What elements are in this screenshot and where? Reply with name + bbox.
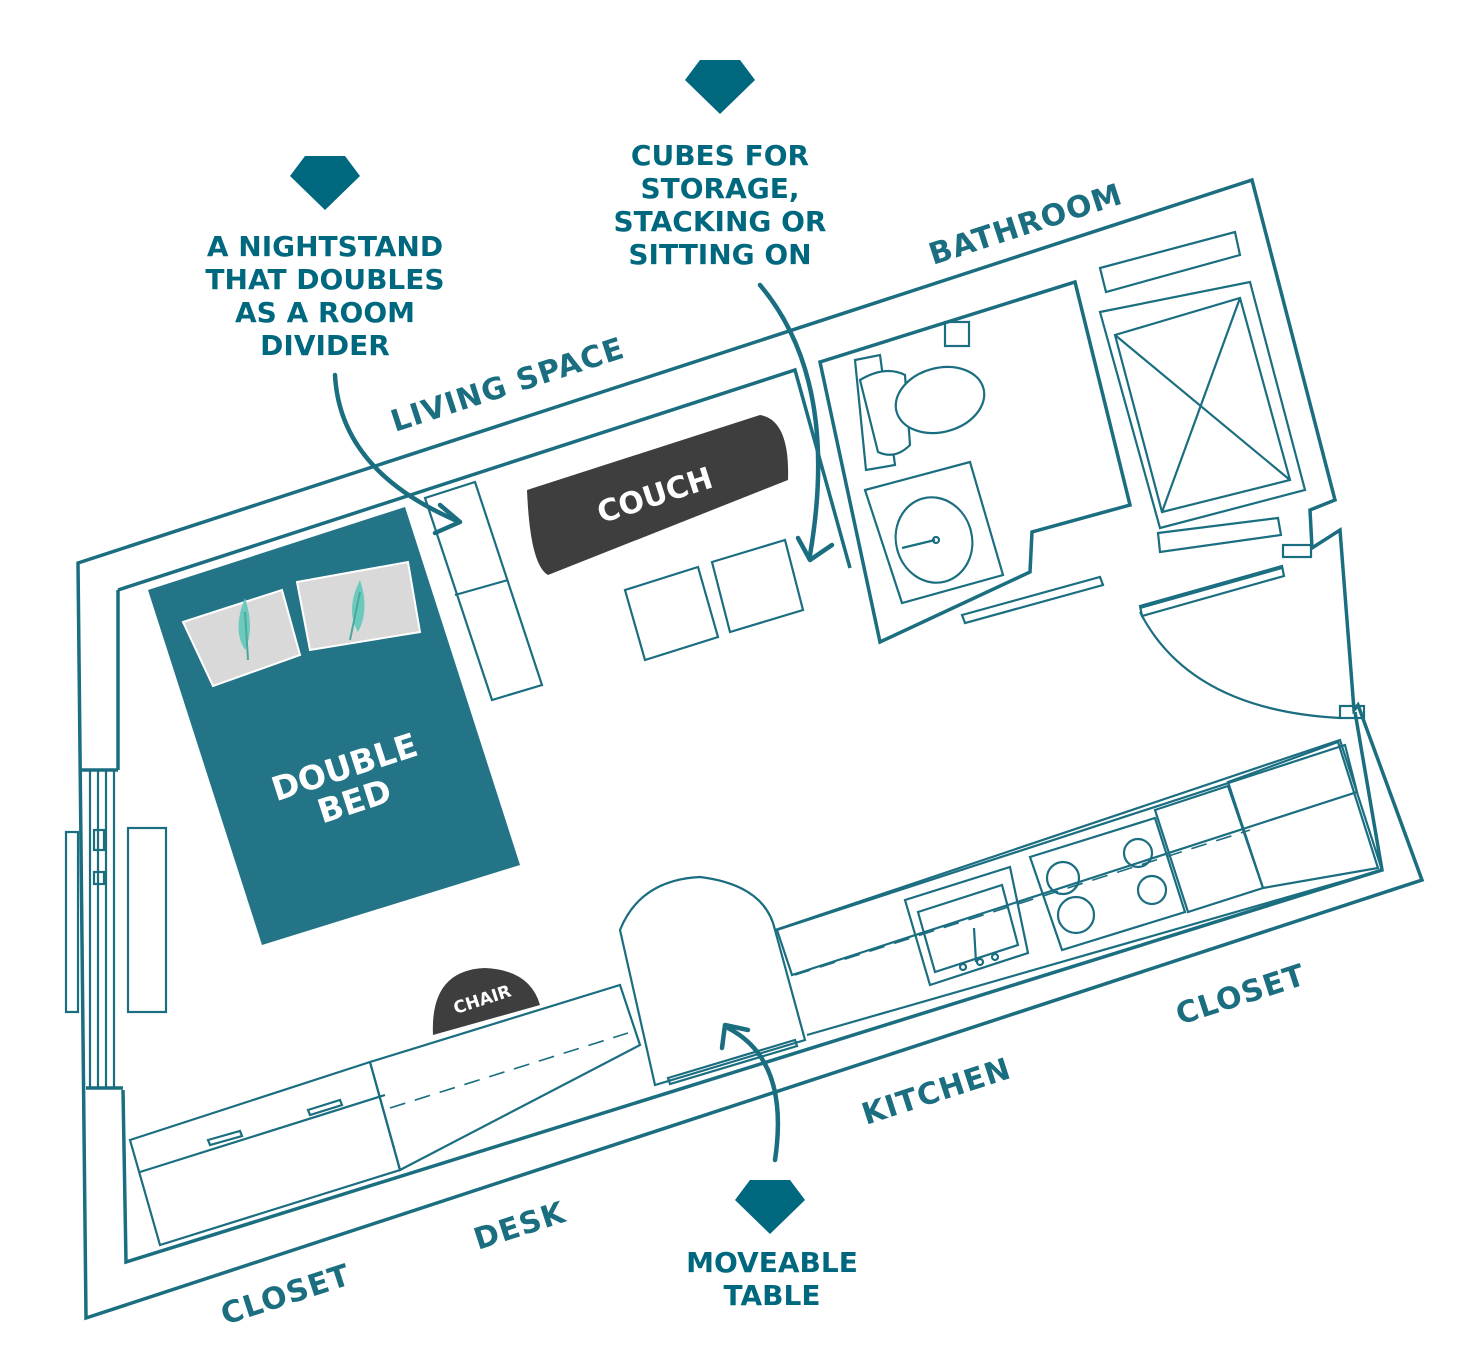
toilet-tank	[858, 369, 912, 456]
double-bed: DOUBLE BED	[148, 507, 520, 945]
desk-area	[128, 983, 642, 1247]
callout-cubes-line4: SITTING ON	[628, 238, 811, 271]
toilet-bowl	[894, 365, 986, 435]
couch: COUCH	[527, 415, 789, 575]
kitchen-area	[774, 738, 1384, 1037]
callout-table-line1: MOVEABLE	[686, 1246, 858, 1279]
callout-cubes-line1: CUBES FOR	[631, 139, 809, 172]
diamond-icon	[735, 1180, 805, 1234]
label-closet-right: CLOSET	[1172, 958, 1310, 1033]
cube-2	[710, 538, 805, 634]
callout-table: MOVEABLE TABLE	[686, 1022, 858, 1312]
shower-shelf	[1098, 230, 1242, 294]
callout-nightstand-line4: DIVIDER	[260, 329, 390, 362]
fridge	[1226, 740, 1380, 890]
callout-cubes-line3: STACKING OR	[614, 205, 827, 238]
diamond-icon	[290, 156, 360, 210]
callout-cubes-line2: STORAGE,	[640, 172, 799, 205]
label-bathroom: BATHROOM	[925, 177, 1127, 272]
label-desk: DESK	[470, 1195, 571, 1258]
shower	[1098, 280, 1307, 530]
door-swing	[1139, 611, 1341, 720]
callout-nightstand-line2: THAT DOUBLES	[205, 263, 444, 296]
pillow-left	[181, 588, 302, 688]
moveable-table	[618, 875, 807, 1087]
storage-cubes	[623, 538, 805, 662]
callout-nightstand-line1: A NIGHTSTAND	[207, 230, 443, 263]
nightstand-divider	[423, 480, 544, 702]
callout-cubes: CUBES FOR STORAGE, STACKING OR SITTING O…	[614, 60, 835, 563]
callout-nightstand-line3: AS A ROOM	[235, 296, 415, 329]
callout-nightstand: A NIGHTSTAND THAT DOUBLES AS A ROOM DIVI…	[205, 156, 463, 536]
window	[64, 768, 168, 1090]
kitchen-sink	[903, 865, 1030, 987]
cube-1	[623, 565, 720, 662]
stove	[1028, 816, 1187, 952]
chair: CHAIR	[432, 968, 540, 1035]
callout-table-line2: TABLE	[724, 1279, 821, 1312]
bathroom-area	[817, 230, 1366, 720]
diamond-icon	[685, 60, 755, 114]
pillow-right	[295, 560, 422, 652]
label-kitchen: KITCHEN	[858, 1052, 1016, 1133]
